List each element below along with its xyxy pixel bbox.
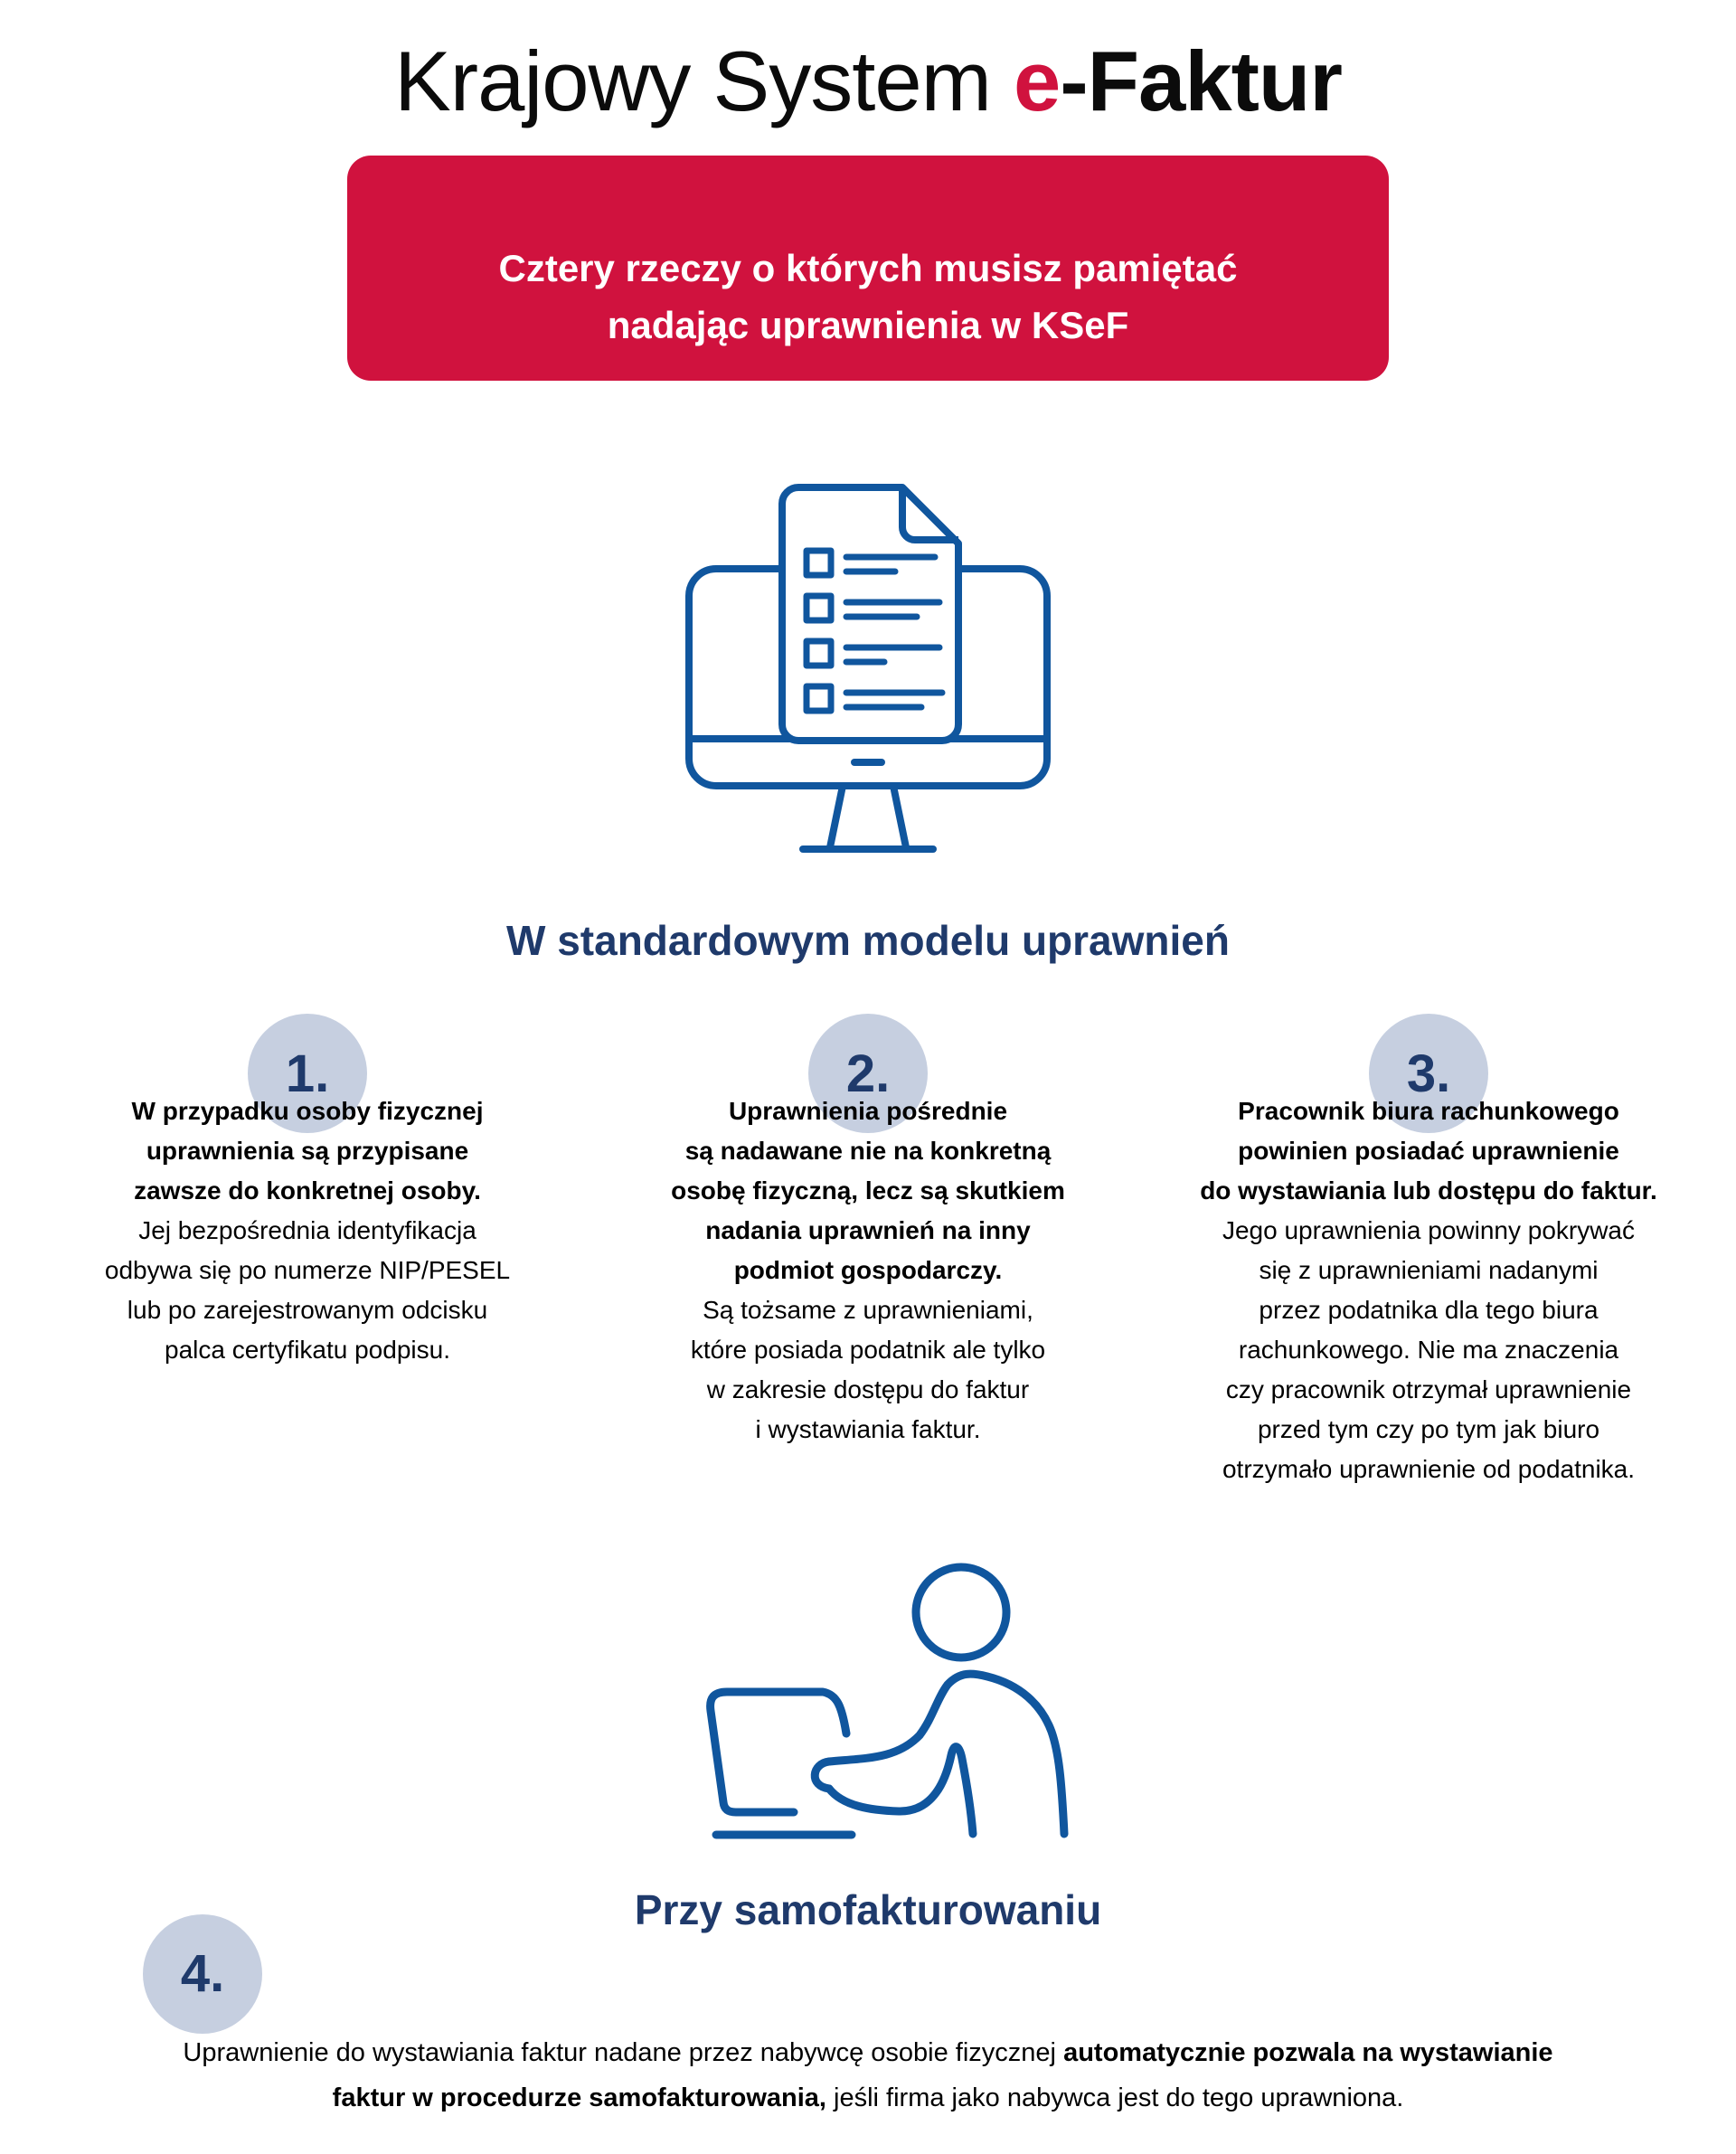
step-number-badge-4: 4. <box>143 1913 262 2034</box>
monitor-checklist-icon-svg <box>685 484 1051 853</box>
step-regular-text-2: Są tożsame z uprawnieniami, które posiad… <box>690 1295 1046 1443</box>
step-text-3: Pracownik biura rachunkowego powinien po… <box>1159 1091 1698 1489</box>
standard-model-steps: 1. W przypadku osoby fizycznej uprawnien… <box>27 1014 1709 1489</box>
page-title-accent-e: e <box>1014 33 1061 128</box>
step-item-2: 2. Uprawnienia pośrednie są nadawane nie… <box>588 1014 1148 1489</box>
monitor-checklist-icon <box>669 478 1067 876</box>
step-text-1: W przypadku osoby fizycznej uprawnienia … <box>38 1091 577 1370</box>
page-title: Krajowy System e-Faktur <box>0 0 1736 130</box>
step-regular-text-1: Jej bezpośrednia identyfikacja odbywa si… <box>104 1215 511 1364</box>
step-text-2: Uprawnienia pośrednie są nadawane nie na… <box>599 1091 1137 1450</box>
step-item-3: 3. Pracownik biura rachunkowego powinien… <box>1148 1014 1709 1489</box>
person-laptop-icon-svg <box>706 1563 1069 1839</box>
standard-model-heading: W standardowym modelu uprawnień <box>506 917 1230 964</box>
step-bold-text-1: W przypadku osoby fizycznej uprawnienia … <box>131 1097 484 1205</box>
self-invoicing-section: Przy samofakturowaniu 4. Uprawnienie do … <box>0 1885 1736 2122</box>
self-invoicing-heading: Przy samofakturowaniu <box>634 1885 1102 1933</box>
self-invoicing-text-regular-1: Uprawnienie do wystawiania faktur nadane… <box>183 2038 1064 2068</box>
step-bold-text-2: Uprawnienia pośrednie są nadawane nie na… <box>671 1097 1065 1284</box>
step-bold-text-3: Pracownik biura rachunkowego powinien po… <box>1200 1097 1657 1205</box>
person-laptop-icon <box>656 1538 1080 1846</box>
self-invoicing-text-bold: automatycznie pozwala na wystawianie fak… <box>332 2038 1553 2113</box>
step-number-badge-2: 2. <box>808 1014 928 1133</box>
banner-text: Cztery rzeczy o których musisz pamiętać … <box>498 247 1238 346</box>
step-number-badge-1: 1. <box>248 1014 367 1133</box>
self-invoicing-text-regular-2: jeśli firma jako nabywca jest do tego up… <box>826 2083 1404 2113</box>
info-banner: Cztery rzeczy o których musisz pamiętać … <box>347 156 1389 381</box>
step-item-1: 1. W przypadku osoby fizycznej uprawnien… <box>27 1014 588 1489</box>
step-number-badge-3: 3. <box>1369 1014 1488 1133</box>
page-title-light: Krajowy System <box>394 33 1014 128</box>
page-title-bold: -Faktur <box>1060 33 1343 128</box>
step-regular-text-3: Jego uprawnienia powinny pokrywać się z … <box>1222 1215 1636 1483</box>
self-invoicing-text: Uprawnienie do wystawiania faktur nadane… <box>99 1987 1637 2122</box>
